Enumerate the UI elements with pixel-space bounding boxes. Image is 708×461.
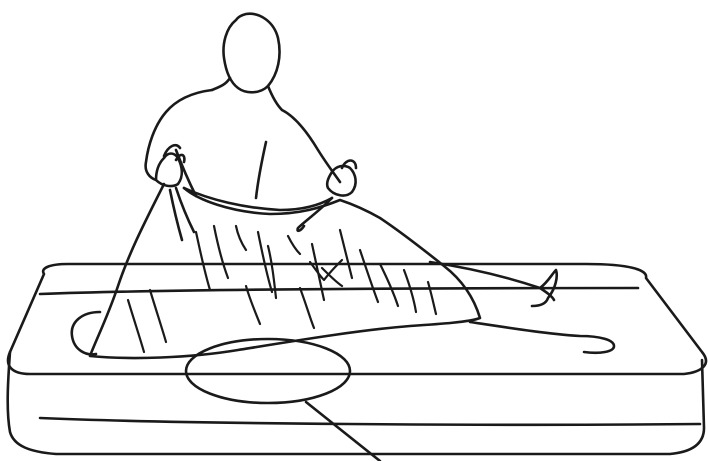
sheet-gather-right bbox=[297, 198, 332, 231]
patient-leg-lower bbox=[470, 322, 614, 353]
practitioner-torso-right bbox=[256, 142, 266, 198]
table-front-edge bbox=[8, 352, 704, 454]
drape-sheet bbox=[90, 184, 480, 358]
practitioner-left-shoulder-arm bbox=[146, 90, 212, 180]
callout-ellipse bbox=[186, 339, 350, 403]
practitioner-head bbox=[224, 14, 280, 93]
table-front-seam bbox=[40, 418, 700, 425]
treatment-table bbox=[8, 264, 706, 454]
patient-head bbox=[72, 312, 100, 354]
sheet-gather-left bbox=[170, 188, 194, 240]
patient-figure bbox=[72, 262, 614, 354]
practitioner-figure bbox=[146, 14, 356, 198]
callout-leader-line bbox=[306, 402, 380, 461]
callout bbox=[186, 339, 380, 461]
